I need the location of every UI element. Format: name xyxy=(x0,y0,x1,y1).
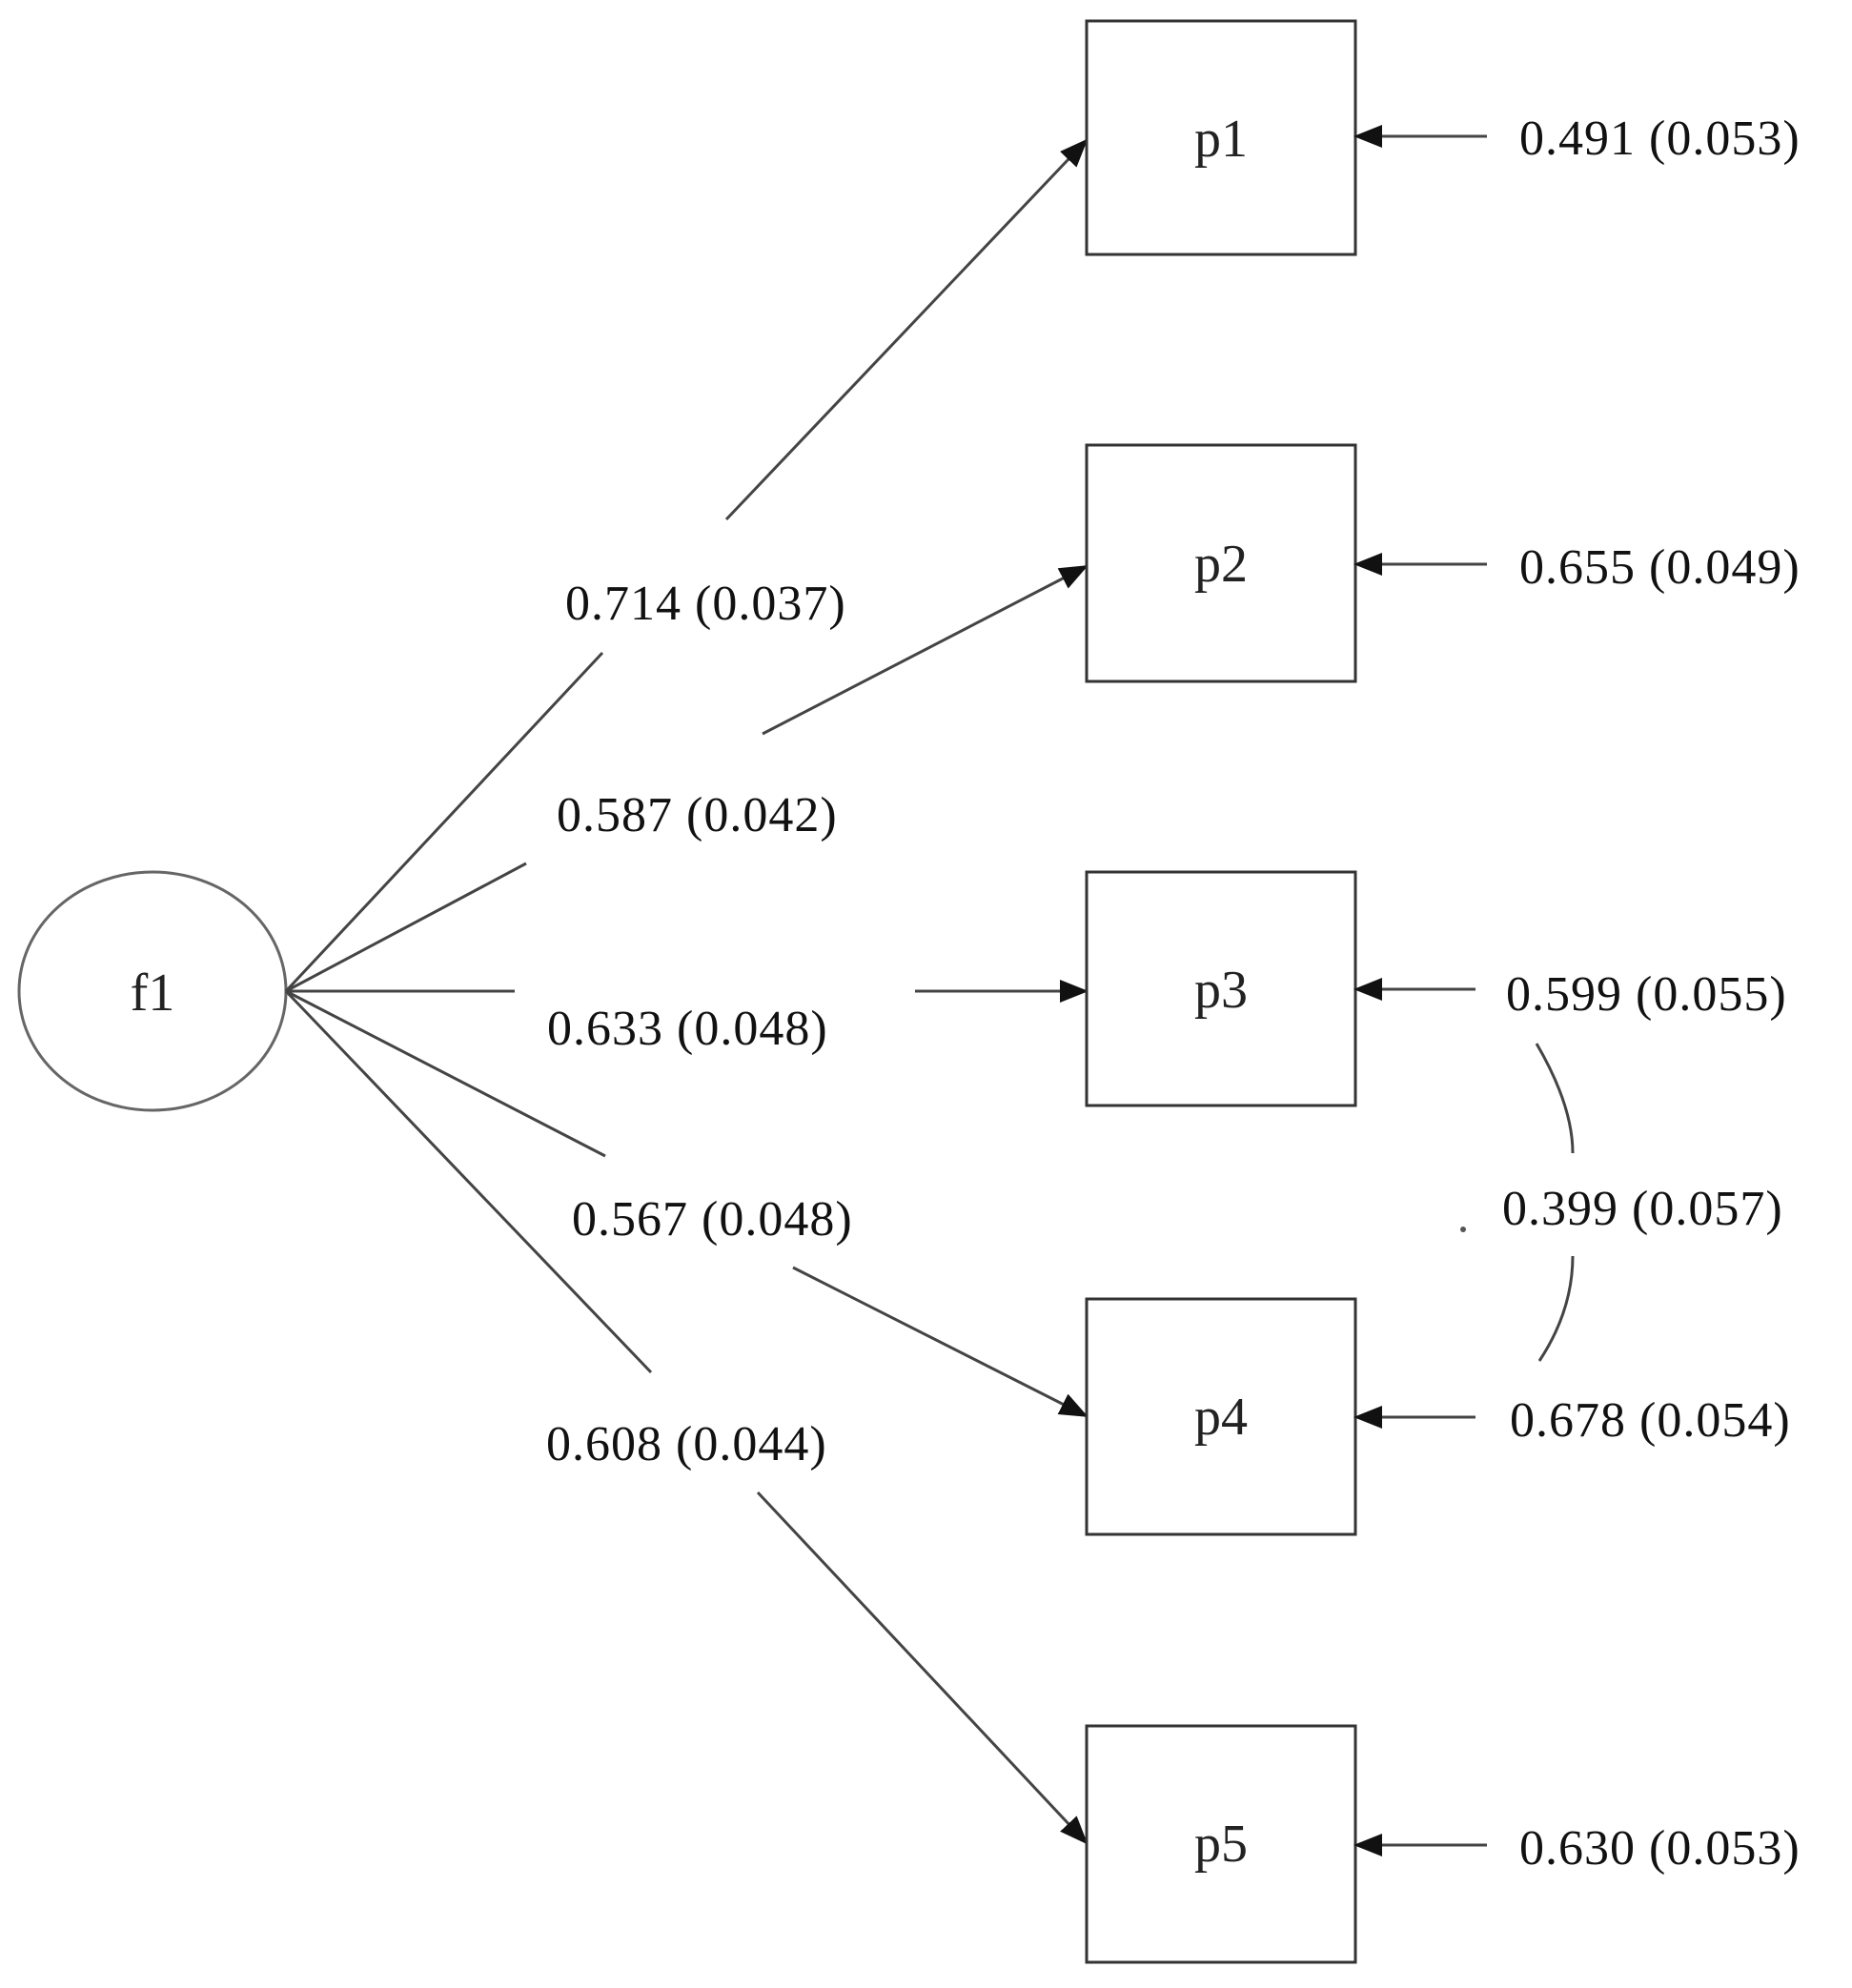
loading-line-p1-lower xyxy=(284,651,604,993)
indicator-label-p4: p4 xyxy=(1194,1388,1248,1447)
loading-line-p4-lower xyxy=(285,989,606,1158)
indicator-box-p4 xyxy=(1085,1297,1357,1536)
indicator-box-p5 xyxy=(1085,1724,1357,1964)
residual-correlation: 0.399 (0.057) xyxy=(1460,1043,1783,1362)
residual-arrows xyxy=(1353,125,1487,1856)
indicator-label-p5: p5 xyxy=(1194,1815,1248,1874)
loading-paths xyxy=(284,138,1089,1845)
loading-arrow-p2 xyxy=(762,564,1089,736)
correlation-dot xyxy=(1460,1227,1466,1232)
residual-label-p5: 0.630 (0.053) xyxy=(1519,1821,1801,1876)
indicator-label-p1: p1 xyxy=(1194,110,1248,169)
indicator-box-p3 xyxy=(1085,870,1357,1107)
indicator-p3: p3 xyxy=(1085,870,1357,1107)
residual-label-p2: 0.655 (0.049) xyxy=(1519,540,1801,595)
loading-label-p1: 0.714 (0.037) xyxy=(565,577,846,631)
indicator-p1: p1 xyxy=(1085,19,1357,256)
loading-label-p2: 0.587 (0.042) xyxy=(557,788,838,842)
loading-label-p5: 0.608 (0.044) xyxy=(546,1417,827,1471)
loading-label-p4: 0.567 (0.048) xyxy=(572,1192,853,1247)
indicator-label-p3: p3 xyxy=(1194,961,1248,1020)
loading-arrow-p5 xyxy=(756,1491,1089,1845)
correlation-label: 0.399 (0.057) xyxy=(1502,1182,1783,1236)
latent-factor-f1: f1 xyxy=(17,870,288,1112)
residual-label-p1: 0.491 (0.053) xyxy=(1519,112,1801,166)
loading-line-p2-lower xyxy=(285,862,527,993)
indicator-p2: p2 xyxy=(1085,443,1357,683)
indicator-p5: p5 xyxy=(1085,1724,1357,1964)
latent-label: f1 xyxy=(131,964,175,1023)
loading-arrow-p4 xyxy=(792,1266,1089,1418)
indicator-box-p1 xyxy=(1085,19,1357,256)
residual-labels: 0.491 (0.053) 0.655 (0.049) 0.599 (0.055… xyxy=(1506,112,1801,1876)
correlation-arc-lower xyxy=(1537,1255,1575,1362)
correlation-arc-upper xyxy=(1535,1043,1575,1154)
loading-arrow-p1 xyxy=(724,138,1089,521)
loading-line-p5-lower xyxy=(284,989,653,1374)
loading-labels: 0.714 (0.037) 0.587 (0.042) 0.633 (0.048… xyxy=(546,577,853,1471)
residual-label-p4: 0.678 (0.054) xyxy=(1510,1393,1791,1448)
indicator-box-p2 xyxy=(1085,443,1357,683)
loading-label-p3: 0.633 (0.048) xyxy=(547,1002,828,1056)
indicator-label-p2: p2 xyxy=(1194,535,1248,594)
indicator-p4: p4 xyxy=(1085,1297,1357,1536)
residual-label-p3: 0.599 (0.055) xyxy=(1506,967,1787,1022)
